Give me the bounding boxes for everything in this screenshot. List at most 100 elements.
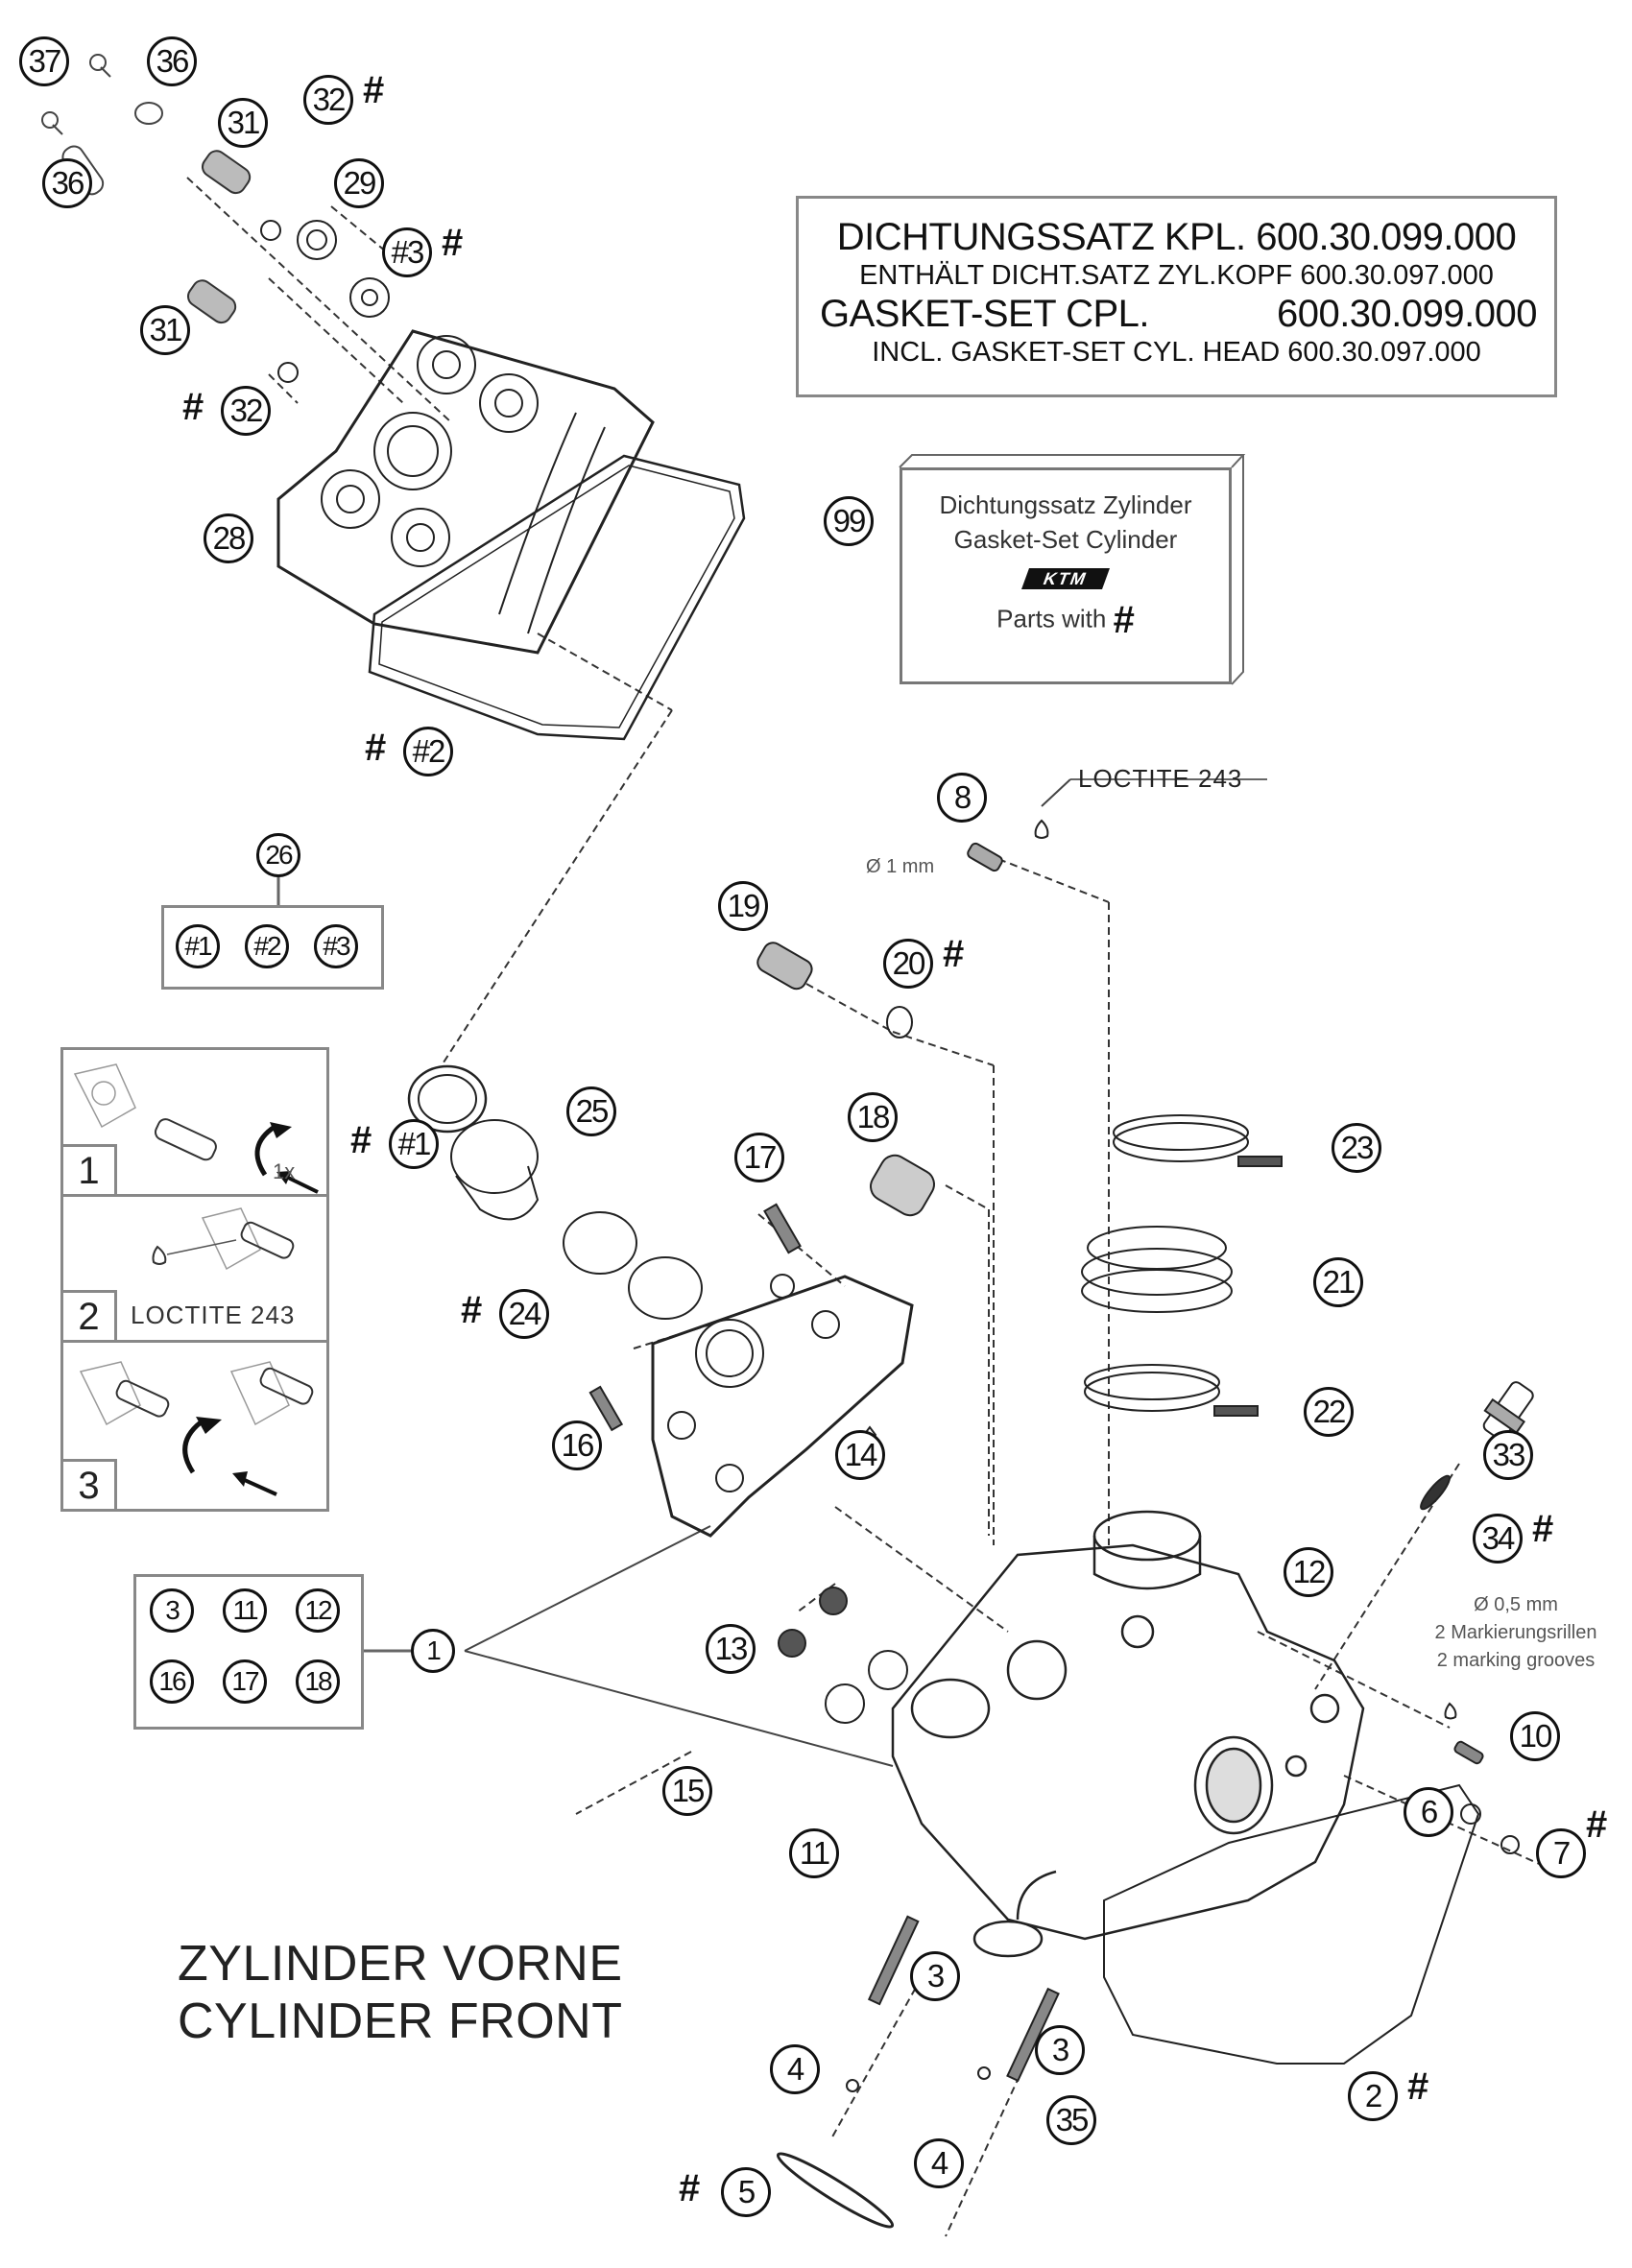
callout-h2[interactable]: #2: [403, 727, 453, 776]
callout-11[interactable]: 11: [789, 1828, 839, 1878]
step-number-1: 1: [63, 1144, 117, 1194]
loctite-apply-icon: [152, 1207, 295, 1271]
callout-6[interactable]: 6: [1404, 1787, 1453, 1837]
bolt-36: [41, 111, 63, 135]
set-26-member-1[interactable]: #1: [176, 924, 220, 968]
set-26-member-2[interactable]: #2: [245, 924, 289, 968]
callout-23[interactable]: 23: [1332, 1123, 1381, 1173]
kit-line-de: Dichtungssatz Zylinder: [939, 490, 1192, 519]
rotation-note: 1x: [273, 1159, 296, 1183]
callout-28[interactable]: 28: [204, 513, 253, 563]
kit-parts-with: Parts with #: [902, 599, 1229, 642]
diameter-05mm-note: Ø 0,5 mm: [1474, 1594, 1558, 1615]
callout-4b[interactable]: 4: [914, 2138, 964, 2188]
gasket-kit-hash-icon: #: [461, 1289, 483, 1331]
callout-19[interactable]: 19: [718, 881, 768, 931]
gasket-set-en-row: GASKET-SET CPL. 600.30.099.000: [799, 293, 1554, 335]
callout-36a[interactable]: 36: [147, 36, 197, 86]
leader-lines: [186, 177, 1547, 2237]
callout-7[interactable]: 7: [1536, 1828, 1586, 1878]
gasket-set-en-label: GASKET-SET CPL.: [820, 293, 1150, 335]
callout-13[interactable]: 13: [706, 1624, 756, 1674]
gasket-set-en-number: 600.30.099.000: [1276, 293, 1538, 335]
gasket-kit-box: Dichtungssatz Zylinder Gasket-Set Cylind…: [900, 467, 1232, 684]
install-step-2: LOCTITE 243 2: [63, 1194, 326, 1340]
valve-cover-gasket: [368, 454, 746, 741]
step-number-2: 2: [63, 1290, 117, 1340]
callout-32b[interactable]: 32: [221, 386, 271, 436]
camshaft-holder: [651, 1274, 914, 1538]
callout-25[interactable]: 25: [566, 1086, 616, 1136]
group-1-member-11[interactable]: 11: [223, 1588, 267, 1633]
loctite-note: LOCTITE 243: [1078, 764, 1243, 793]
hash-icon: #: [1113, 599, 1135, 641]
callout-18[interactable]: 18: [848, 1092, 898, 1142]
set-26-member-3[interactable]: #3: [314, 924, 358, 968]
cylinder-head: [891, 1510, 1365, 1958]
cylinder-head-gasket: [1103, 1783, 1480, 2065]
gasket-kit-hash-icon: #: [350, 1119, 372, 1161]
valve-cover-28: [276, 329, 655, 655]
group-1-member-3[interactable]: 3: [150, 1588, 194, 1633]
gasket-kit-hash-icon: #: [1532, 1508, 1554, 1550]
group-1-member-12[interactable]: 12: [296, 1588, 340, 1633]
ktm-logo: KTM: [1020, 568, 1111, 589]
gasket-kit-hash-icon: #: [182, 386, 204, 428]
callout-1[interactable]: 1: [411, 1629, 455, 1673]
group-1-member-17[interactable]: 17: [223, 1659, 267, 1704]
gasket-set-info-box: DICHTUNGSSATZ KPL. 600.30.099.000 ENTHÄL…: [796, 196, 1557, 397]
callout-22[interactable]: 22: [1304, 1387, 1354, 1437]
callout-h1[interactable]: #1: [389, 1119, 439, 1169]
callout-29[interactable]: 29: [334, 158, 384, 208]
callout-37[interactable]: 37: [19, 36, 69, 86]
spark-plug-tighten-icon: [79, 1361, 314, 1496]
gasket-set-de-sub: ENTHÄLT DICHT.SATZ ZYL.KOPF 600.30.097.0…: [859, 260, 1494, 291]
step-2-label: LOCTITE 243: [131, 1301, 296, 1329]
callout-12[interactable]: 12: [1284, 1547, 1333, 1597]
callout-21[interactable]: 21: [1313, 1257, 1363, 1307]
callout-36b[interactable]: 36: [42, 158, 92, 208]
kit-line-en: Gasket-Set Cylinder: [953, 525, 1178, 554]
callout-15[interactable]: 15: [662, 1766, 712, 1816]
spark-plug-install-icon: [73, 1063, 319, 1194]
callout-8[interactable]: 8: [937, 773, 987, 823]
marking-grooves-en: 2 marking grooves: [1436, 1650, 1596, 1671]
callout-31a[interactable]: 31: [218, 98, 268, 148]
callout-h3[interactable]: #3: [382, 227, 432, 277]
gasket-kit-hash-icon: #: [442, 222, 464, 264]
gasket-kit-hash-icon: #: [679, 2167, 701, 2209]
callout-31b[interactable]: 31: [140, 305, 190, 355]
bolt-37: [89, 54, 111, 78]
kit-parts-with-label: Parts with: [996, 604, 1107, 633]
marking-grooves-note: Ø 0,5 mm 2 Markierungsrillen 2 marking g…: [1396, 1591, 1632, 1675]
install-step-3: 3: [63, 1340, 326, 1509]
callout-17[interactable]: 17: [734, 1133, 784, 1182]
install-steps-panel: 1x 1 LOCTITE 243 2 3: [60, 1047, 329, 1512]
callout-32a[interactable]: 32: [303, 75, 353, 125]
callout-14[interactable]: 14: [835, 1430, 885, 1480]
marking-grooves-de: 2 Markierungsrillen: [1434, 1622, 1597, 1643]
callout-26[interactable]: 26: [256, 833, 300, 877]
gasket-kit-hash-icon: #: [365, 727, 387, 769]
callout-10[interactable]: 10: [1510, 1711, 1560, 1761]
callout-33[interactable]: 33: [1483, 1430, 1533, 1480]
callout-34[interactable]: 34: [1473, 1514, 1523, 1564]
callout-3a[interactable]: 3: [910, 1951, 960, 2001]
install-step-1: 1x 1: [63, 1050, 326, 1194]
callout-35[interactable]: 35: [1046, 2095, 1096, 2145]
gasket-kit-hash-icon: #: [1586, 1803, 1608, 1846]
callout-24[interactable]: 24: [499, 1289, 549, 1339]
gasket-kit-hash-icon: #: [943, 933, 965, 975]
callout-99[interactable]: 99: [824, 496, 874, 546]
group-1-member-18[interactable]: 18: [296, 1659, 340, 1704]
group-1-member-16[interactable]: 16: [150, 1659, 194, 1704]
callout-20[interactable]: 20: [883, 939, 933, 989]
callout-4a[interactable]: 4: [770, 2044, 820, 2094]
title-de: ZYLINDER VORNE: [178, 1936, 623, 1992]
callout-16[interactable]: 16: [552, 1420, 602, 1470]
diagram-title: ZYLINDER VORNE CYLINDER FRONT: [178, 1935, 623, 2050]
callout-3b[interactable]: 3: [1035, 2025, 1085, 2075]
callout-2[interactable]: 2: [1348, 2071, 1398, 2121]
callout-5[interactable]: 5: [721, 2167, 771, 2217]
gasket-kit-hash-icon: #: [1407, 2065, 1429, 2108]
